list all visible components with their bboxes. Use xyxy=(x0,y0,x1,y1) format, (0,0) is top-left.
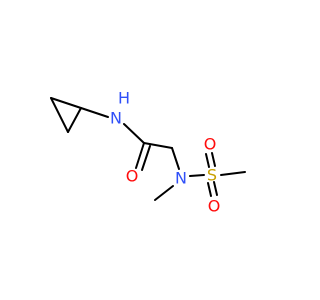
bond-so-upper-1 xyxy=(205,153,210,168)
bond-co-2 xyxy=(141,145,151,171)
bond-n-carbonyl xyxy=(123,123,145,144)
bond-so-upper-2 xyxy=(211,152,216,167)
bond-ch2-n xyxy=(171,147,180,170)
atom-h-amide: H xyxy=(118,89,130,108)
molecule-structure: N H O N S O O xyxy=(50,89,246,216)
bond-co-1 xyxy=(135,142,145,169)
bond-n-methyl xyxy=(154,185,174,201)
bond-ring-2 xyxy=(67,107,82,133)
bond-ring-1 xyxy=(50,97,69,133)
bond-s-methyl xyxy=(220,171,246,176)
atom-s: S xyxy=(207,166,217,185)
atom-n-amide: N xyxy=(110,109,122,128)
atom-o-carbonyl: O xyxy=(126,167,139,186)
bond-ring-3 xyxy=(50,97,82,109)
bond-ring-n xyxy=(80,107,109,118)
bond-n-s xyxy=(189,174,205,177)
bond-carbonyl-ch2 xyxy=(143,142,173,149)
bond-so-lower-1 xyxy=(207,182,212,197)
bonds xyxy=(50,97,246,201)
atom-o-upper: O xyxy=(204,135,217,154)
atom-o-lower: O xyxy=(208,197,221,216)
atom-n-sulfonamide: N xyxy=(175,169,187,188)
atom-labels: N H O N S O O xyxy=(110,89,220,216)
bond-so-lower-2 xyxy=(213,181,218,196)
